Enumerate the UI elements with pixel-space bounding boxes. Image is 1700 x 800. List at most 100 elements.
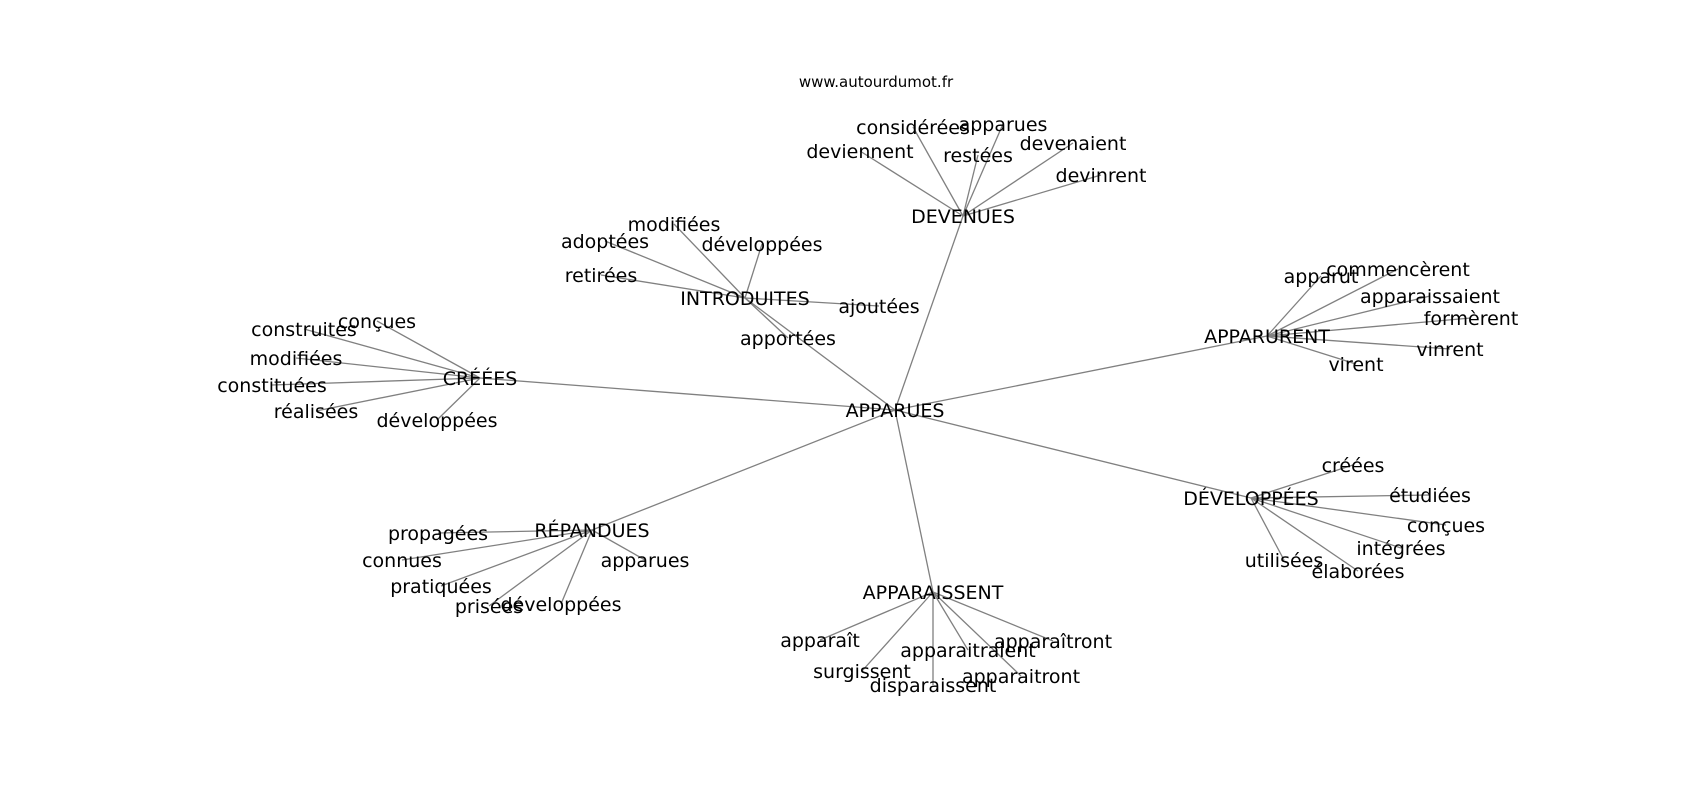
- leaf-node-apparaissent-surgissent[interactable]: surgissent: [813, 661, 911, 683]
- leaf-node-creees-developpees[interactable]: développées: [377, 410, 498, 432]
- edge-repandues-pratiquees: [440, 529, 593, 587]
- edge-creees-concues: [376, 320, 481, 379]
- edge-repandues-prisees: [488, 529, 593, 607]
- leaf-node-apparurent-commencerent[interactable]: commencèrent: [1326, 259, 1470, 281]
- leaf-node-repandues-propagees[interactable]: propagées: [388, 523, 488, 545]
- leaf-node-developpees-creees[interactable]: créées: [1322, 455, 1385, 477]
- edge-apparurent-commencerent: [1266, 268, 1399, 337]
- edge-repandues-connues: [401, 529, 593, 561]
- leaf-node-introduites-ajoutees[interactable]: ajoutées: [838, 296, 919, 318]
- edge-apparaissent-apparait: [819, 591, 934, 641]
- edge-introduites-developpees: [744, 243, 763, 299]
- edge-devenues-deviennent: [859, 150, 964, 217]
- leaf-node-devenues-restees[interactable]: restées: [943, 145, 1013, 167]
- leaf-node-devenues-deviennent[interactable]: deviennent: [806, 141, 913, 163]
- leaf-node-apparurent-apparaissaient[interactable]: apparaissaient: [1360, 286, 1500, 308]
- hub-node-introduites[interactable]: INTRODUITES: [680, 288, 809, 310]
- labels: APPARUESDEVENUESconsidéréesapparuesdevie…: [217, 114, 1518, 697]
- hub-node-apparurent[interactable]: APPARURENT: [1204, 326, 1330, 348]
- leaf-node-creees-construites[interactable]: construites: [251, 319, 357, 341]
- edge-creees-constituees: [271, 377, 481, 386]
- leaf-node-creees-constituees[interactable]: constituées: [217, 375, 327, 397]
- leaf-node-apparaissent-disparaissent[interactable]: disparaissent: [870, 675, 997, 697]
- edge-repandues-apparues: [591, 529, 646, 561]
- leaf-node-developpees-elaborees[interactable]: élaborées: [1312, 561, 1405, 583]
- edge-center-devenues: [894, 215, 964, 411]
- edge-apparaissent-surgissent: [861, 591, 934, 672]
- hub-node-apparaissent[interactable]: APPARAISSENT: [863, 582, 1004, 604]
- edge-devenues-devenaient: [962, 142, 1074, 217]
- edge-introduites-apportees: [744, 297, 789, 339]
- source-label: www.autourdumot.fr: [799, 73, 954, 91]
- leaf-node-developpees-utilisees[interactable]: utilisées: [1245, 550, 1324, 572]
- edge-creees-developpees: [436, 377, 481, 421]
- edge-developpees-creees: [1250, 464, 1354, 499]
- leaf-node-introduites-modifiees[interactable]: modifiées: [628, 214, 721, 236]
- edge-apparurent-apparut: [1266, 275, 1322, 337]
- leaf-node-developpees-integrees[interactable]: intégrées: [1356, 538, 1445, 560]
- leaf-node-apparaissent-apparait[interactable]: apparaît: [780, 630, 860, 652]
- edge-creees-modifiees: [295, 357, 481, 379]
- leaf-node-apparurent-apparut[interactable]: apparut: [1284, 266, 1359, 288]
- edge-apparurent-virent: [1266, 335, 1357, 365]
- edge-devenues-devinrent: [962, 174, 1102, 217]
- edge-creees-realisees: [315, 377, 481, 412]
- edges: [271, 123, 1472, 685]
- edge-devenues-considerees: [912, 126, 964, 217]
- leaf-node-repandues-pratiquees[interactable]: pratiquées: [390, 576, 492, 598]
- edge-apparaissent-apparaitront: [932, 591, 1054, 642]
- edge-center-apparurent: [894, 335, 1268, 411]
- edge-developpees-etudiees: [1250, 494, 1431, 499]
- edge-creees-construites: [303, 328, 481, 379]
- leaf-node-creees-modifiees[interactable]: modifiées: [250, 348, 343, 370]
- edge-apparurent-apparaissaient: [1266, 295, 1431, 337]
- leaf-node-devenues-devinrent[interactable]: devinrent: [1056, 165, 1147, 187]
- edge-devenues-restees: [962, 154, 979, 217]
- edge-center-repandues: [591, 409, 896, 531]
- edge-introduites-ajoutees: [744, 297, 880, 307]
- leaf-node-creees-realisees[interactable]: réalisées: [274, 401, 358, 423]
- edge-repandues-developpees: [560, 529, 593, 605]
- leaf-node-introduites-apportees[interactable]: apportées: [740, 328, 836, 350]
- edge-developpees-elaborees: [1250, 497, 1359, 572]
- edge-center-developpees: [894, 409, 1252, 499]
- edge-apparurent-vinrent: [1266, 335, 1451, 350]
- leaf-node-introduites-developpees[interactable]: développées: [702, 234, 823, 256]
- hub-node-creees[interactable]: CRÉÉES: [443, 367, 518, 390]
- hub-node-developpees[interactable]: DÉVELOPPÉES: [1183, 487, 1319, 510]
- edge-introduites-adoptees: [604, 240, 746, 299]
- edge-introduites-modifiees: [673, 223, 746, 299]
- leaf-node-devenues-apparues[interactable]: apparues: [959, 114, 1048, 136]
- leaf-node-repandues-apparues[interactable]: apparues: [601, 550, 690, 572]
- hub-node-repandues[interactable]: RÉPANDUES: [534, 519, 649, 542]
- leaf-node-creees-concues[interactable]: conçues: [338, 311, 416, 333]
- edge-center-creees: [479, 377, 896, 411]
- leaf-node-apparaissent-apparaitraient[interactable]: apparaitraient: [900, 640, 1036, 662]
- leaf-node-developpees-etudiees[interactable]: étudiées: [1389, 485, 1471, 507]
- leaf-node-apparaissent-apparaitront[interactable]: apparaîtront: [994, 631, 1112, 653]
- edge-developpees-concues: [1250, 497, 1447, 526]
- edge-introduites-retirees: [600, 274, 746, 299]
- edge-repandues-propagees: [437, 529, 593, 534]
- edge-center-apparaissent: [894, 409, 934, 593]
- leaf-node-developpees-concues[interactable]: conçues: [1407, 515, 1485, 537]
- leaf-node-repandues-prisees[interactable]: prisées: [455, 596, 523, 618]
- leaf-node-repandues-connues[interactable]: connues: [362, 550, 442, 572]
- leaf-node-repandues-developpees[interactable]: développées: [501, 594, 622, 616]
- edge-devenues-apparues: [962, 123, 1004, 217]
- leaf-node-apparaissent-apparaitront[interactable]: apparaitront: [962, 666, 1080, 688]
- leaf-node-apparurent-vinrent[interactable]: vinrent: [1416, 339, 1483, 361]
- leaf-node-devenues-considerees[interactable]: considérées: [856, 117, 970, 139]
- hub-node-devenues[interactable]: DEVENUES: [911, 206, 1015, 228]
- edge-apparaissent-apparaitront: [932, 591, 1022, 677]
- edge-apparaissent-apparaitraient: [932, 591, 969, 651]
- leaf-node-apparurent-formerent[interactable]: formèrent: [1424, 308, 1519, 330]
- leaf-node-devenues-devenaient[interactable]: devenaient: [1020, 133, 1127, 155]
- edge-center-introduites: [744, 297, 896, 411]
- leaf-node-apparurent-virent[interactable]: virent: [1328, 354, 1383, 376]
- leaf-node-introduites-adoptees[interactable]: adoptées: [561, 231, 649, 253]
- edge-developpees-utilisees: [1250, 497, 1285, 561]
- center-word-node[interactable]: APPARUES: [846, 400, 945, 422]
- leaf-node-introduites-retirees[interactable]: retirées: [565, 265, 637, 287]
